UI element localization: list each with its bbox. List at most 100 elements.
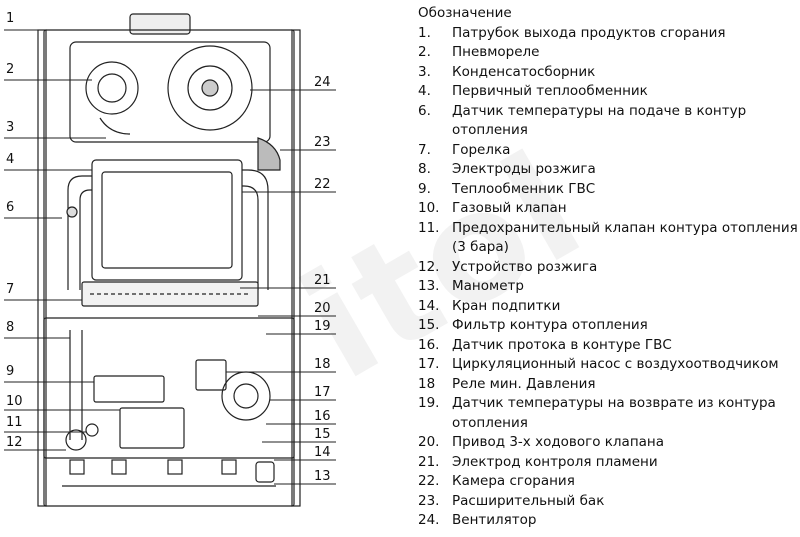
legend-item-number: 24. xyxy=(418,512,440,528)
legend-item-number: 12. xyxy=(418,258,440,275)
legend-item: 14. Кран подпитки xyxy=(418,297,798,317)
callout-12: 12 xyxy=(6,435,23,450)
boiler-casing xyxy=(43,29,295,507)
callout-9: 9 xyxy=(6,364,14,379)
callout-10: 10 xyxy=(6,394,23,409)
legend-item: 18 Реле мин. Давления xyxy=(418,375,798,395)
callout-16: 16 xyxy=(314,409,331,424)
legend-item-text: Вентилятор xyxy=(452,512,537,528)
legend-item: 16. Датчик протока в контуре ГВС xyxy=(418,336,798,356)
callout-3: 3 xyxy=(6,120,14,135)
legend-item-text: Газовый клапан xyxy=(452,200,567,216)
legend-item-text: Датчик температуры на возврате из контур… xyxy=(452,395,776,431)
legend-item: 12. Устройство розжига xyxy=(418,258,798,278)
legend-item-number: 22. xyxy=(418,473,440,489)
flow-pipe xyxy=(67,175,92,290)
legend-item-number: 16. xyxy=(418,336,440,353)
legend-item-text: Первичный теплообменник xyxy=(452,83,648,99)
callout-20: 20 xyxy=(314,301,331,316)
legend-item: 9. Теплообменник ГВС xyxy=(418,180,798,200)
legend-item: 8. Электроды розжига xyxy=(418,160,798,180)
legend-item-text: Камера сгорания xyxy=(452,473,575,489)
legend-item-text: Предохранительный клапан контура отоплен… xyxy=(452,219,798,256)
callout-13: 13 xyxy=(314,469,331,484)
legend-item: 19. Датчик температуры на возврате из кон… xyxy=(418,394,798,433)
legend-item-number: 7. xyxy=(418,141,431,158)
legend-item: 10. Газовый клапан xyxy=(418,199,798,219)
callout-23: 23 xyxy=(314,135,331,150)
legend-item-number: 8. xyxy=(418,161,431,177)
return-pipe xyxy=(242,185,259,290)
legend-item-number: 17. xyxy=(418,356,440,372)
legend-item-text: Манометр xyxy=(452,278,524,294)
legend-item-number: 18 xyxy=(418,375,436,392)
legend-item: 17.Циркуляционный насос с воздухоотводчи… xyxy=(418,355,798,375)
callout-24: 24 xyxy=(314,75,331,90)
legend-item-text: Теплообменник ГВС xyxy=(452,180,596,197)
manometer xyxy=(65,429,87,451)
boiler-diagram: 1 2 3 4 6 7 8 9 10 11 12 24 23 22 21 20 … xyxy=(4,11,336,507)
legend-item: 7. Горелка xyxy=(418,141,798,161)
legend-item: 6. Датчик температуры на подаче в контур … xyxy=(418,102,798,141)
legend-item-number: 19. xyxy=(418,395,440,411)
pump xyxy=(221,371,271,421)
legend: Обозначение 1.Патрубок выхода продуктов … xyxy=(418,4,798,531)
legend-item-text: Патрубок выхода продуктов сгорания xyxy=(452,24,726,41)
legend-item-number: 23. xyxy=(418,492,440,509)
fan-housing xyxy=(69,41,271,143)
callout-19: 19 xyxy=(314,319,331,334)
flue-outlet xyxy=(129,13,191,35)
callout-18: 18 xyxy=(314,357,331,372)
callout-8: 8 xyxy=(6,320,14,335)
legend-item-text: Электроды розжига xyxy=(452,161,596,177)
legend-item: 23. Расширительный бак xyxy=(418,492,798,512)
legend-item: 13. Манометр xyxy=(418,277,798,297)
callout-4: 4 xyxy=(6,152,14,167)
legend-item-number: 9. xyxy=(418,180,431,197)
legend-item-text: Датчик протока в контуре ГВС xyxy=(452,336,672,353)
callout-1: 1 xyxy=(6,11,14,26)
gas-valve xyxy=(119,407,185,449)
legend-item-number: 6. xyxy=(418,102,431,119)
callout-22: 22 xyxy=(314,177,331,192)
legend-item-number: 10. xyxy=(418,200,440,216)
legend-item-text: Расширительный бак xyxy=(452,492,605,509)
legend-item-number: 13. xyxy=(418,278,440,294)
legend-item-text: Пневмореле xyxy=(452,44,540,60)
legend-item-number: 14. xyxy=(418,297,440,314)
legend-item-text: Привод 3-х ходового клапана xyxy=(452,434,665,450)
legend-item: 4.Первичный теплообменник xyxy=(418,82,798,102)
legend-item: 22. Камера сгорания xyxy=(418,472,798,492)
legend-item: 24. Вентилятор xyxy=(418,511,798,531)
legend-item-number: 2. xyxy=(418,44,431,60)
legend-item-text: Реле мин. Давления xyxy=(452,375,596,392)
legend-item-text: Устройство розжига xyxy=(452,258,598,275)
callout-21: 21 xyxy=(314,273,331,288)
callout-15: 15 xyxy=(314,427,331,442)
legend-item: 1.Патрубок выхода продуктов сгорания xyxy=(418,24,798,44)
callout-6: 6 xyxy=(6,200,14,215)
legend-item-number: 3. xyxy=(418,63,431,80)
callout-17: 17 xyxy=(314,385,331,400)
legend-item-text: Электрод контроля пламени xyxy=(452,453,658,470)
legend-item-number: 20. xyxy=(418,434,440,450)
legend-item: 3.Конденсатосборник xyxy=(418,63,798,83)
callout-7: 7 xyxy=(6,282,14,297)
legend-item-number: 21. xyxy=(418,453,440,470)
callout-2: 2 xyxy=(6,62,14,77)
dhw-exchanger xyxy=(93,375,165,403)
expansion-tank xyxy=(257,137,281,171)
legend-item: 2. Пневмореле xyxy=(418,43,798,63)
legend-item-text: Горелка xyxy=(452,141,511,158)
legend-title: Обозначение xyxy=(418,5,512,21)
combustion-chamber xyxy=(91,159,243,281)
legend-item: 21. Электрод контроля пламени xyxy=(418,453,798,473)
legend-item: 11.Предохранительный клапан контура отоп… xyxy=(418,219,798,258)
legend-item-number: 15. xyxy=(418,317,440,333)
legend-item-text: Фильтр контура отопления xyxy=(452,317,648,333)
legend-item-text: Кран подпитки xyxy=(452,297,561,314)
fan xyxy=(167,45,253,131)
legend-item-text: Датчик температуры на подаче в контур от… xyxy=(452,102,747,139)
legend-item: 20. Привод 3-х ходового клапана xyxy=(418,433,798,453)
